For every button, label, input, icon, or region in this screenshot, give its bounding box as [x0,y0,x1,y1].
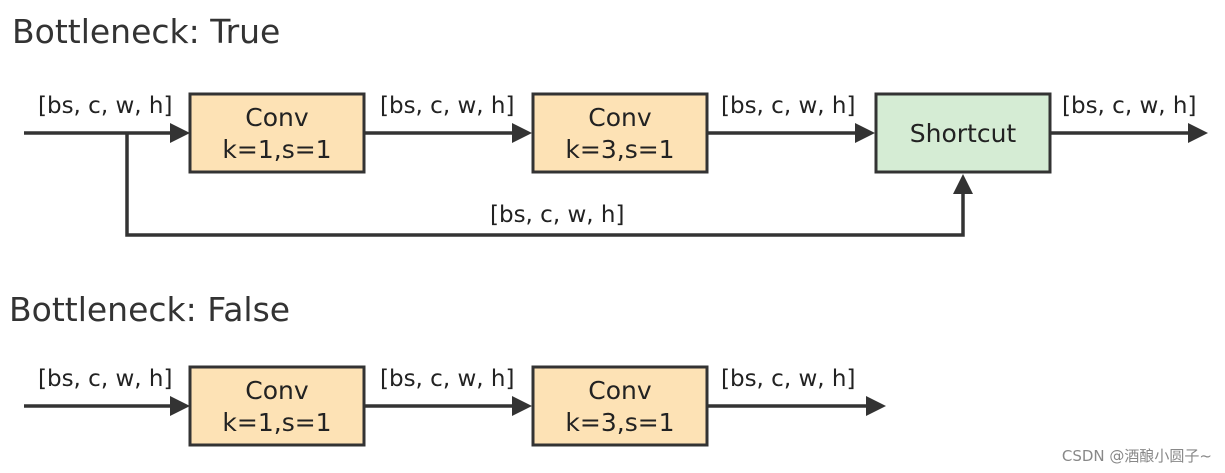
top-skip-label: [bs, c, w, h] [490,202,624,228]
bottom-conv1-rect [188,365,366,447]
bottom-conv2-rect [531,365,709,447]
bottom-flow-lines [24,396,886,416]
title-bottleneck-false: Bottleneck: False [9,290,290,329]
top-pre-shortcut-arrowhead [855,123,875,143]
bottom-conv1-name: Conv [245,376,309,405]
bottom-conv2-params: k=3,s=1 [565,408,674,437]
bottom-mid-arrowhead [512,396,532,416]
top-shortcut-box: Shortcut [874,92,1052,174]
top-shortcut-rect [874,92,1052,174]
top-conv1-name: Conv [245,103,309,132]
bottom-input-arrowhead [170,396,190,416]
bottom-conv1-box: Conv k=1,s=1 [188,365,366,447]
bottom-output-arrowhead [866,396,886,416]
top-output-label: [bs, c, w, h] [1062,93,1196,119]
top-conv1-box: Conv k=1,s=1 [188,92,366,174]
top-mid-arrowhead [512,123,532,143]
top-conv2-rect [531,92,709,174]
bottom-conv1-params: k=1,s=1 [222,408,331,437]
title-bottleneck-true: Bottleneck: True [12,12,280,51]
top-mid-label: [bs, c, w, h] [380,93,514,119]
top-conv2-box: Conv k=3,s=1 [531,92,709,174]
top-pre-shortcut-label: [bs, c, w, h] [721,93,855,119]
top-skip-arrowhead [953,174,973,194]
top-conv1-rect [188,92,366,174]
bottom-conv2-box: Conv k=3,s=1 [531,365,709,447]
top-conv2-params: k=3,s=1 [565,135,674,164]
top-input-label: [bs, c, w, h] [38,93,172,119]
top-input-arrowhead [170,123,190,143]
top-shortcut-label: Shortcut [910,119,1017,148]
bottom-mid-label: [bs, c, w, h] [380,366,514,392]
bottom-conv2-name: Conv [588,376,652,405]
top-skip-connection [125,133,965,237]
top-conv1-params: k=1,s=1 [222,135,331,164]
bottom-output-label: [bs, c, w, h] [721,366,855,392]
top-conv2-name: Conv [588,103,652,132]
watermark: CSDN @酒酿小圆子~ [1062,447,1212,465]
top-output-arrowhead [1188,123,1208,143]
top-flow-lines [24,123,1208,237]
bottom-input-label: [bs, c, w, h] [38,366,172,392]
